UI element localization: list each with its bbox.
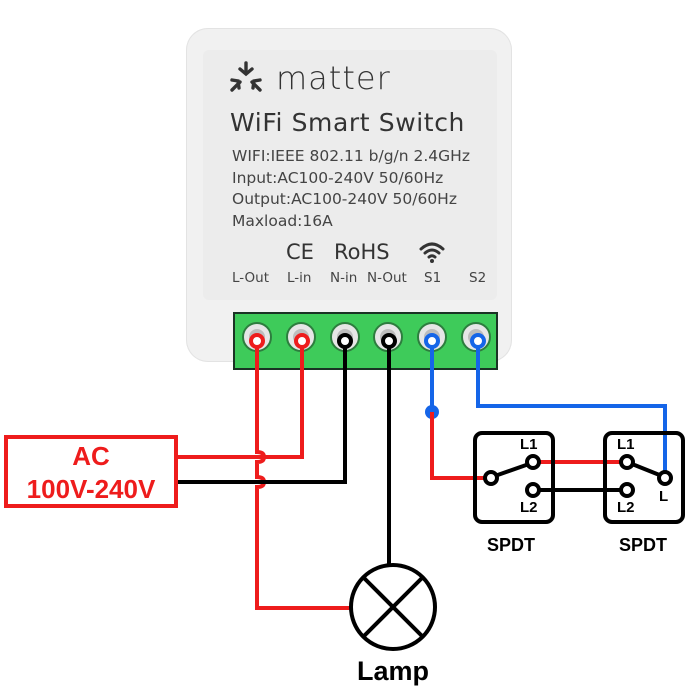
wire-ac-neutral-to-n-in bbox=[178, 342, 347, 484]
switch2-label: SPDT bbox=[619, 535, 668, 555]
ac-voltage-label: 100V-240V bbox=[26, 474, 156, 504]
lamp-label: Lamp bbox=[357, 656, 430, 686]
switch2-l-label: L bbox=[659, 488, 669, 505]
brand: matter bbox=[228, 58, 391, 98]
spec-output: Output:AC100-240V 50/60Hz bbox=[232, 190, 457, 208]
brand-name: matter bbox=[276, 59, 391, 97]
switch1-label: SPDT bbox=[487, 535, 536, 555]
spdt-switch-1 bbox=[473, 431, 555, 524]
spec-wifi: WIFI:IEEE 802.11 b/g/n 2.4GHz bbox=[232, 147, 470, 165]
terminal-label-l-in: L-in bbox=[287, 270, 312, 286]
spec-input: Input:AC100-240V 50/60Hz bbox=[232, 168, 444, 187]
terminal-label-s2: S2 bbox=[469, 270, 487, 286]
device-title: WiFi Smart Switch bbox=[230, 108, 465, 137]
switch1-l1-label: L1 bbox=[520, 436, 538, 453]
terminal-label-n-in: N-in bbox=[330, 270, 358, 286]
terminal-block bbox=[233, 312, 498, 370]
spdt-switch-2 bbox=[603, 431, 685, 524]
ac-label: AC bbox=[72, 441, 110, 471]
terminal-label-s1: S1 bbox=[424, 270, 442, 286]
lamp-symbol bbox=[349, 563, 437, 651]
wire-s1-to-switch1-common bbox=[430, 412, 486, 480]
wire-l-out-to-lamp bbox=[255, 342, 350, 610]
switch2-l1-label: L1 bbox=[617, 436, 635, 453]
matter-logo-icon bbox=[230, 61, 262, 92]
ce-mark: CE bbox=[286, 240, 314, 264]
terminal-label-n-out: N-Out bbox=[367, 270, 407, 286]
switch1-l2-label: L2 bbox=[520, 499, 538, 516]
wire-s2-to-switch2-l bbox=[476, 342, 667, 475]
ac-source-box bbox=[4, 435, 178, 508]
device-label-panel bbox=[203, 50, 497, 300]
spec-maxload: Maxload:16A bbox=[232, 211, 333, 230]
device-specs: WIFI:IEEE 802.11 b/g/n 2.4GHz Input:AC10… bbox=[232, 146, 470, 232]
wire-ac-live-to-l-in bbox=[178, 342, 304, 459]
switch2-l2-label: L2 bbox=[617, 499, 635, 516]
rohs-mark: RoHS bbox=[334, 240, 390, 264]
terminal-label-l-out: L-Out bbox=[232, 270, 270, 286]
terminal-dots bbox=[249, 333, 486, 349]
wifi-icon bbox=[419, 242, 445, 263]
